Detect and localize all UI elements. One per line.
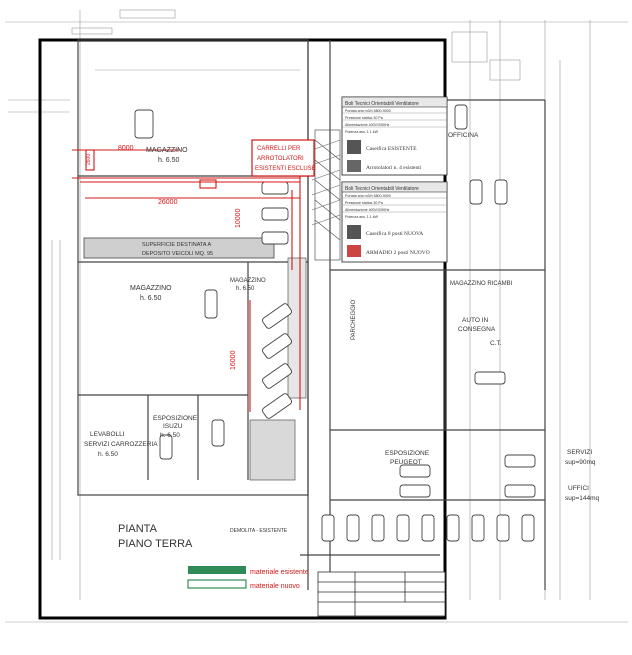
callout-top-text: Boli Tecnici Orientabili Ventilatore Por… <box>345 101 422 171</box>
background-linework <box>5 9 628 623</box>
esp-isuzu-line2: ISUZU <box>163 423 183 430</box>
carrelli-line2: ARROTOLATORI <box>257 156 304 162</box>
callout-bottom-header: Boli Tecnici Orientabili Ventilatore <box>345 186 419 192</box>
room-magazzino-ricambi: MAGAZZINO RICAMBI <box>450 281 513 287</box>
dimension-lines <box>72 149 301 412</box>
room-servizi: SERVIZI <box>567 449 592 456</box>
callout-top-item1: Caseifica ESISTENTE <box>366 145 417 152</box>
carrelli-note-box <box>251 139 315 177</box>
levabolli-line1: LEVABOLLI <box>90 431 125 438</box>
callout-bottom-text: Boli Tecnici Orientabili Ventilatore Por… <box>345 186 430 256</box>
callout-top-row3: Alimentazione 400V/3/50Hz <box>345 123 390 127</box>
callout-bottom-item1: Caseifica 8 posti NUOVA <box>366 230 423 237</box>
esp-peugeot-line2: PEUGEOT <box>390 459 422 466</box>
callout-top-header: Boli Tecnici Orientabili Ventilatore <box>345 101 419 107</box>
title-block <box>317 571 446 617</box>
carrelli-line3: ESISTENTI ESCLUSE <box>255 166 316 172</box>
dim-26000: 26000 <box>158 199 178 206</box>
demolita-note: DEMOLITA - ESISTENTE <box>230 528 288 534</box>
notes: CARRELLI PER ARROTOLATORI ESISTENTI ESCL… <box>118 146 316 590</box>
auto-consegna-line2: CONSEGNA <box>458 326 496 333</box>
hatched-walls <box>249 129 341 481</box>
callout-top-row4: Potenza ass. 1.1 kW <box>345 130 379 134</box>
room-uffici-area: sup=144mq <box>565 495 600 502</box>
callout-bottom-row4: Potenza ass. 1.1 kW <box>345 215 379 219</box>
carrelli-line1: CARRELLI PER <box>257 146 301 152</box>
plan-title-line2: PIANO TERRA <box>118 538 193 550</box>
callout-top-item2: Arrotolatori n. 4 esistenti <box>366 165 422 171</box>
legend-esistente: materiale esistente <box>250 569 309 576</box>
callout-bottom <box>341 181 448 263</box>
room-ct: C.T. <box>490 340 502 347</box>
dim-2600: 2600 <box>86 154 92 165</box>
legend-nuovo: materiale nuovo <box>250 583 300 590</box>
room-parcheggio: PARCHEGGIO <box>351 299 357 340</box>
plan-title-line1: PIANTA <box>118 523 158 535</box>
deposit-area <box>83 237 275 259</box>
room-magazzino-top: MAGAZZINO <box>146 147 188 154</box>
room-servizi-area: sup=90mq <box>565 459 596 466</box>
esp-isuzu-height: h. 6.50 <box>160 432 180 439</box>
callout-top-row2: Pressione statica 30 Pa <box>345 116 383 120</box>
superficie-line1: SUPERFICIE DESTINATA A <box>142 242 212 248</box>
esp-peugeot-line1: ESPOSIZIONE <box>385 450 430 457</box>
callout-bottom-row3: Alimentazione 400V/3/50Hz <box>345 208 390 212</box>
superficie-line2: DEPOSITO VEICOLI MQ. 95 <box>142 251 213 257</box>
callout-bottom-row2: Pressione statica 30 Pa <box>345 201 383 205</box>
auto-consegna-line1: AUTO IN <box>462 317 489 324</box>
room-magazzino-top-height: h. 6.50 <box>158 157 180 164</box>
parked-cars <box>134 104 536 542</box>
room-uffici: UFFICI <box>568 485 589 492</box>
legend <box>187 566 247 589</box>
callout-bottom-row1: Portata aria m3/h 5800-9000 <box>345 194 391 198</box>
dim-16000: 16000 <box>230 350 237 370</box>
levabolli-height: h. 6.50 <box>98 451 118 458</box>
callout-bottom-item2: ARMADIO 2 posti NUOVO <box>366 250 430 256</box>
room-magazzino-small: MAGAZZINO <box>230 278 266 284</box>
dim-10000: 10000 <box>235 208 242 228</box>
room-magazzino-mid: MAGAZZINO <box>130 285 172 292</box>
room-officina: OFFICINA <box>448 132 479 139</box>
esp-isuzu-line1: ESPOSIZIONE <box>153 415 198 422</box>
room-magazzino-mid-height: h. 6.50 <box>140 295 162 302</box>
ramp-hatching <box>311 139 341 226</box>
dimension-labels: 8000 2600 26000 10000 16000 <box>86 145 242 370</box>
callout-top-row1: Portata aria m3/h 5800-9000 <box>345 109 391 113</box>
callout-top <box>341 96 448 176</box>
room-magazzino-small-h: h. 6.50 <box>236 286 255 292</box>
room-labels: MAGAZZINO h. 6.50 SUPERFICIE DESTINATA A… <box>84 132 600 502</box>
levabolli-line2: SERVIZI CARROZZERIA <box>84 441 158 448</box>
dim-8000: 8000 <box>118 145 134 152</box>
